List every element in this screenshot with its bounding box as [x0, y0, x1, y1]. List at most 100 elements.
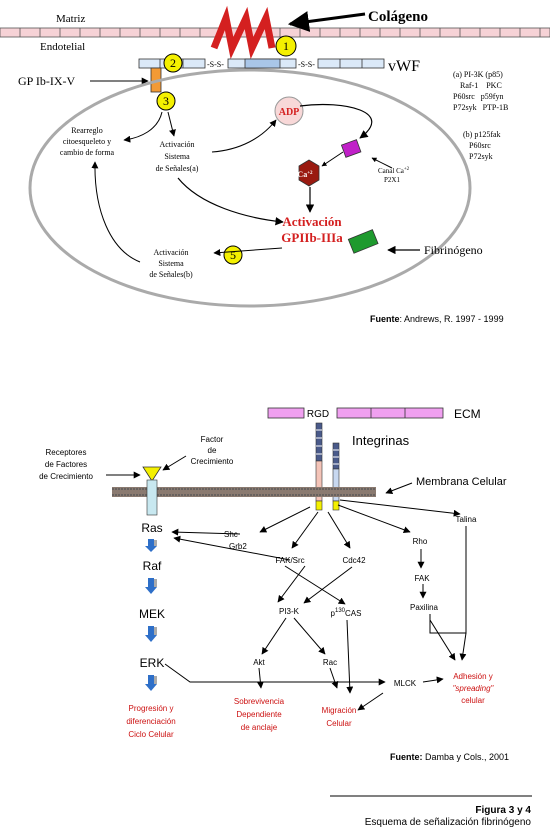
adp-label: ADP [279, 107, 300, 118]
factor-line3: Crecimiento [191, 457, 234, 466]
rgd-label: RGD [307, 409, 329, 420]
fibrinogen-label: Fibrinógeno [424, 243, 483, 257]
list-a-line1: (a) PI-3K (p85) [453, 70, 503, 79]
rho-label: Rho [413, 537, 428, 546]
matrix-label-line2: Endotelial [40, 41, 85, 53]
collagen-fibers [210, 5, 276, 60]
badge-1 [275, 35, 297, 57]
mlck-label: MLCK [394, 679, 417, 688]
sig-b-line2: Sistema [158, 259, 184, 268]
factor-line1: Factor [201, 435, 224, 444]
list-b-line2: P60src [469, 141, 491, 150]
badge-2-label: 2 [170, 56, 176, 70]
grb2-label: Grb2 [229, 542, 247, 551]
talina-label: Talina [456, 515, 477, 524]
sig-b-line1: Activación [153, 248, 188, 257]
badge-1-label: 1 [283, 39, 289, 53]
integrin-beta [332, 442, 340, 511]
sig-a-to-adp-arrow [211, 119, 277, 153]
rearreglo-line1: Rearreglo [71, 126, 103, 135]
list-a-line4: P72syk PTP-1B [453, 103, 508, 112]
factor-line2: de [208, 446, 217, 455]
badge-5-label: 5 [230, 248, 236, 262]
disulfide-bond-2: -S-S- [298, 60, 315, 69]
ecm-bar-left [267, 407, 305, 419]
migracion-line2: Celular [326, 719, 352, 728]
canal-label-line2: P2X1 [384, 176, 400, 184]
sig-b-to-rearreglo-arrow [91, 161, 141, 263]
receptores-line3: de Crecimiento [39, 472, 93, 481]
list-b-line3: P72syk [469, 152, 493, 161]
sig-a-line3: de Señales(a) [156, 164, 199, 173]
disulfide-bond-1: -S-S- [207, 60, 224, 69]
sig-a-line2: Sistema [164, 152, 190, 161]
figure-4: RGD ECM Integrinas [39, 407, 509, 762]
endothelial-matrix-strip [0, 27, 550, 38]
collagen-label: Colágeno [368, 9, 428, 25]
sig-a-line1: Activación [159, 140, 194, 149]
canal-label-line1: Canal Ca+2 [378, 167, 410, 175]
list-b-line1: (b) p125fak [463, 130, 501, 139]
activation-label-line1: Activación [282, 214, 342, 229]
receptores-line1: Receptores [46, 448, 87, 457]
cascade-arrows [145, 539, 157, 691]
adhesion-line1: Adhesión y [453, 672, 493, 681]
migracion-line1: Migración [322, 706, 357, 715]
signaling-arrows [164, 499, 467, 711]
paxilina-label: Paxilina [410, 603, 439, 612]
caption-title: Figura 3 y 4 [475, 805, 531, 816]
sig-a-to-activation-arrow [177, 177, 284, 226]
badge-3-label: 3 [163, 94, 169, 108]
sobrevivencia-line1: Sobrevivencia [234, 697, 285, 706]
vwf-label: vWF [388, 58, 420, 75]
badge-2 [163, 53, 183, 73]
progresion-line1: Progresión y [129, 704, 174, 713]
fig3-source: Fuente: Andrews, R. 1997 - 1999 [370, 314, 504, 324]
erk-label: ERK [140, 656, 165, 670]
canal-pointer-arrow [371, 157, 393, 169]
adhesion-line2: "spreading" [453, 684, 495, 693]
cdc42-label: Cdc42 [342, 556, 366, 565]
adhesion-line3: celular [461, 696, 485, 705]
matrix-label-line1: Matriz [56, 13, 85, 25]
pi3k-label: PI3-K [279, 607, 300, 616]
integrinas-label: Integrinas [352, 433, 410, 448]
activation-to-sig-b-arrow [213, 247, 283, 257]
list-a-line3: P60src p59fyn [453, 92, 503, 101]
badge-5 [223, 245, 243, 265]
gp-ib-label: GP Ib-IX-V [18, 74, 76, 88]
adp-to-channel-arrow [299, 103, 373, 139]
calcium-ion [298, 159, 320, 187]
fak-label: FAK [414, 574, 430, 583]
platelet-membrane [28, 68, 472, 308]
adp-granule [274, 96, 304, 126]
factor-arrow [162, 455, 187, 471]
faksrc-label: FAK/Src [275, 556, 304, 565]
figure-3: Matriz Endotelial Colágeno 1 -S-S- -S-S-… [0, 5, 550, 324]
mek-label: MEK [139, 607, 165, 621]
channel-to-calcium-arrow [321, 151, 344, 167]
fig4-source: Fuente: Damba y Cols., 2001 [390, 752, 509, 762]
gp-to-sig-a-arrow [167, 111, 176, 137]
ecm-bar-right [336, 407, 444, 419]
gp-to-rearreglo-arrow [123, 111, 163, 143]
shc-label: Shc [224, 530, 238, 539]
rearreglo-line3: cambio de forma [60, 148, 115, 157]
membrane-pointer-arrow [385, 482, 413, 495]
akt-label: Akt [253, 658, 265, 667]
ras-label: Ras [141, 521, 162, 535]
badge-3 [156, 91, 176, 111]
integrin-alpha [315, 422, 323, 511]
ecm-label: ECM [454, 407, 481, 421]
calcium-label: Ca+2 [297, 170, 313, 179]
raf-label: Raf [143, 559, 162, 573]
rac-label: Rac [323, 658, 337, 667]
gpiib-iiia-receptor [347, 229, 379, 254]
progresion-line3: Ciclo Celular [128, 730, 174, 739]
growth-factor [142, 466, 162, 482]
rearreglo-line2: citoesqueleto y [63, 137, 111, 146]
list-a-line2: Raf-1 PKC [460, 81, 502, 90]
progresion-line2: diferenciación [126, 717, 175, 726]
sig-b-line3: de Señales(b) [149, 270, 193, 279]
